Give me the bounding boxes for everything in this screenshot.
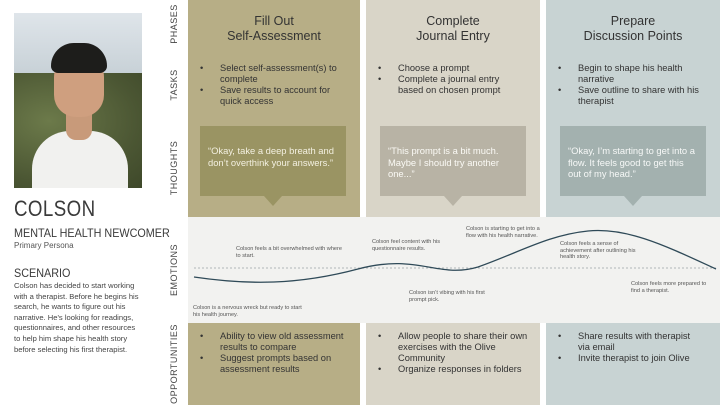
task-item: Complete a journal entry based on chosen…: [374, 74, 524, 96]
thought-bubble: “Okay, I’m starting to get into a flow. …: [560, 126, 706, 206]
emotion-line: [193, 229, 717, 283]
emotion-label: Colson feels more prepared to find a the…: [631, 281, 707, 294]
emotion-curve: [193, 229, 717, 283]
task-item: Choose a prompt: [374, 63, 524, 74]
task-item: Save results to account for quick access: [196, 85, 346, 107]
task-list: Select self-assessment(s) to complete Sa…: [196, 63, 346, 107]
row-label-emotions: EMOTIONS: [169, 243, 179, 297]
opportunity-item: Share results with therapist via email: [554, 331, 704, 353]
opportunity-item: Allow people to share their own exercise…: [374, 331, 528, 364]
task-item: Select self-assessment(s) to complete: [196, 63, 346, 85]
persona-subtitle: Primary Persona: [14, 241, 74, 250]
emotion-label: Colson feel content with his questionnai…: [372, 239, 441, 252]
phase-column-3: Prepare Discussion Points Begin to shape…: [546, 0, 720, 405]
opportunity-item: Organize responses in folders: [374, 364, 528, 375]
opportunity-list: Ability to view old assessment results t…: [196, 331, 348, 375]
emotion-label: Colson feels a sense of achievement afte…: [560, 241, 636, 261]
row-label-opportunities: OPPORTUNITIES: [169, 324, 179, 404]
task-list: Choose a prompt Complete a journal entry…: [374, 63, 524, 96]
emotion-label: Colson isn’t vibing with his first promp…: [409, 290, 485, 303]
opportunity-item: Ability to view old assessment results t…: [196, 331, 348, 353]
phase-title: Fill Out Self-Assessment: [227, 14, 321, 43]
persona-panel: COLSON MENTAL HEALTH NEWCOMER Primary Pe…: [0, 0, 170, 405]
thought-bubble: “Okay, take a deep breath and don’t over…: [200, 126, 346, 206]
task-item: Save outline to share with his therapist: [554, 85, 704, 107]
row-label-thoughts: THOUGHTS: [169, 140, 179, 196]
task-item: Begin to shape his health narrative: [554, 63, 704, 85]
scenario-text: Colson has decided to start working with…: [14, 281, 139, 354]
phase-column-1: Fill Out Self-Assessment Select self-ass…: [188, 0, 360, 405]
persona-role: MENTAL HEALTH NEWCOMER: [14, 226, 170, 240]
opportunity-item: Suggest prompts based on assessment resu…: [196, 353, 348, 375]
scenario-heading: SCENARIO: [14, 266, 71, 280]
task-list: Begin to shape his health narrative Save…: [554, 63, 704, 107]
emotion-label: Colson is starting to get into a flow wi…: [466, 226, 540, 239]
emotion-label: Colson is a nervous wreck but ready to s…: [193, 305, 302, 318]
opportunity-list: Allow people to share their own exercise…: [374, 331, 528, 375]
phase-title: Complete Journal Entry: [416, 14, 490, 43]
emotion-label: Colson feels a bit overwhelmed with wher…: [236, 246, 343, 259]
row-label-tasks: TASKS: [169, 69, 179, 101]
row-label-phases: PHASES: [169, 4, 179, 44]
phase-title: Prepare Discussion Points: [583, 14, 683, 43]
phase-column-2: Complete Journal Entry Choose a prompt C…: [366, 0, 540, 405]
persona-name: COLSON: [14, 196, 96, 221]
persona-photo: [14, 13, 142, 188]
opportunity-list: Share results with therapist via email I…: [554, 331, 704, 364]
opportunity-item: Invite therapist to join Olive: [554, 353, 704, 364]
thought-bubble: “This prompt is a bit much. Maybe I shou…: [380, 126, 526, 206]
